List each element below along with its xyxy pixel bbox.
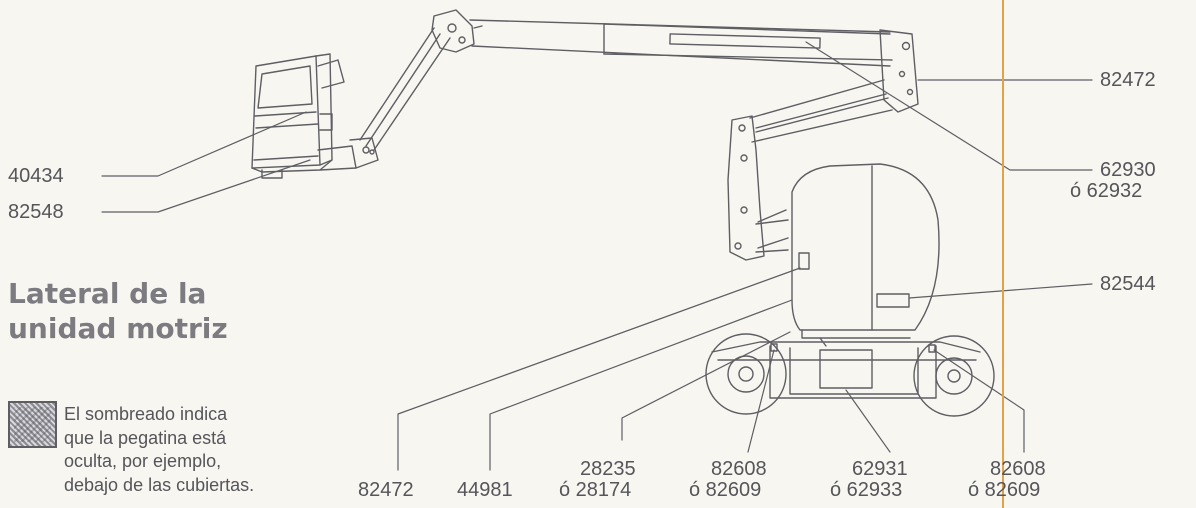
section-title: Lateral de la unidad motriz xyxy=(8,276,228,346)
leader-28235 xyxy=(621,331,791,441)
label-82608-right: 82608 xyxy=(990,458,1046,480)
leader-82608-left xyxy=(747,349,775,453)
platform-rotator xyxy=(317,137,379,171)
label-62930: 62930 xyxy=(1100,159,1156,181)
riser-mast xyxy=(727,115,789,261)
jib-arm xyxy=(359,9,483,151)
leader-44981 xyxy=(489,299,793,471)
label-28174: ó 28174 xyxy=(559,479,632,501)
section-title-line-1: Lateral de la xyxy=(8,277,207,310)
legend-text: El sombreado indica que la pegatina está… xyxy=(64,403,254,497)
label-62933: ó 62933 xyxy=(830,479,903,501)
section-title-line-2: unidad motriz xyxy=(8,312,228,345)
leader-62931 xyxy=(845,389,891,453)
legend-line-1: El sombreado indica xyxy=(64,404,228,424)
legend-line-2: que la pegatina está xyxy=(64,427,227,448)
leader-82544 xyxy=(908,283,1093,299)
leader-62930 xyxy=(805,41,1093,171)
label-62932: ó 62932 xyxy=(1070,180,1143,202)
label-82472-right: 82472 xyxy=(1100,69,1156,91)
label-82544: 82544 xyxy=(1100,273,1156,295)
upper-boom xyxy=(469,19,893,67)
leader-lines xyxy=(101,41,1093,471)
label-82609-right: ó 82609 xyxy=(968,479,1041,501)
platform-basket xyxy=(251,53,345,179)
margin-guide-line xyxy=(1002,0,1004,508)
leader-40434 xyxy=(101,111,307,177)
label-44981: 44981 xyxy=(457,479,513,501)
label-82609-left: ó 82609 xyxy=(689,479,762,501)
legend-line-3: oculta, por ejemplo, xyxy=(64,451,222,471)
leader-82548 xyxy=(101,159,311,213)
label-82472-bottom: 82472 xyxy=(358,479,414,501)
label-82608-left: 82608 xyxy=(711,458,767,480)
hatched-square-icon xyxy=(8,401,57,448)
chassis xyxy=(711,337,981,399)
leader-82608-right xyxy=(933,349,1025,453)
label-62931: 62931 xyxy=(852,458,908,480)
turntable-cover xyxy=(791,163,940,339)
boom-head xyxy=(879,29,919,113)
legend-line-4: debajo de las cubiertas. xyxy=(64,474,255,495)
wheel-right xyxy=(913,335,995,417)
leader-bottom-82472 xyxy=(397,267,801,471)
wheel-left xyxy=(705,333,787,415)
label-40434: 40434 xyxy=(8,165,64,187)
label-82548: 82548 xyxy=(8,201,64,223)
label-28235: 28235 xyxy=(580,458,636,480)
